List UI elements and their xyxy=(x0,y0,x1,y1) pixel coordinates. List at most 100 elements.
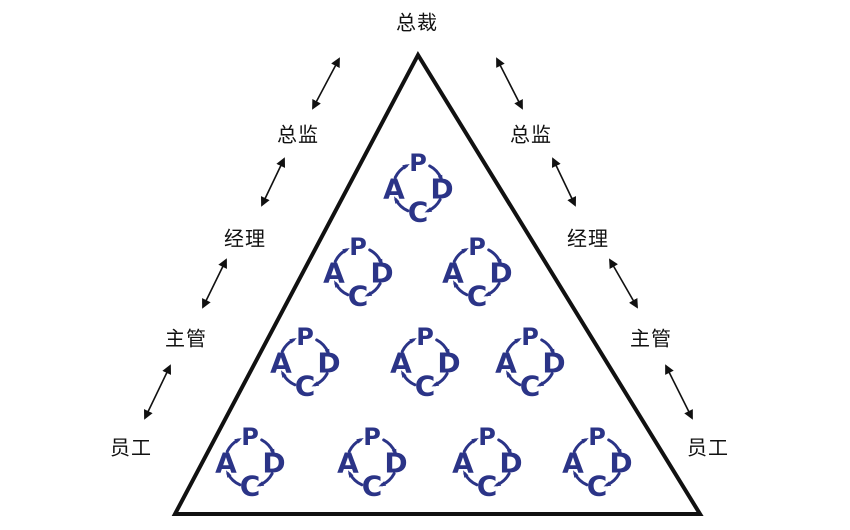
cycle-arrow-tip xyxy=(234,438,242,444)
cycle-arrow-tip xyxy=(391,448,397,457)
cycle-letter-c: C xyxy=(348,280,369,313)
cycle-letter-c: C xyxy=(587,470,608,503)
cycle-letter-a: A xyxy=(562,447,584,480)
cycle-arrow-tip xyxy=(401,370,407,378)
cycle-arrow-tip xyxy=(496,258,502,267)
double-arrow xyxy=(665,364,693,420)
cycle-letter-a: A xyxy=(383,173,405,206)
cycle-arrow-tip xyxy=(364,291,373,297)
right-label-manager: 经理 xyxy=(567,226,609,251)
cycle-arrow-tip xyxy=(269,448,275,457)
cycle-letter-a: A xyxy=(323,257,345,290)
cycle-arrow-tip xyxy=(463,470,469,478)
double-arrow xyxy=(496,57,523,110)
cycle-letter-a: A xyxy=(442,257,464,290)
cycle-letter-c: C xyxy=(467,280,488,313)
cycle-arrow-tip xyxy=(342,248,350,254)
cycle-letter-a: A xyxy=(270,347,292,380)
cycle-arrow-tip xyxy=(581,438,589,444)
cycle-letter-c: C xyxy=(408,196,429,229)
double-arrow xyxy=(312,57,340,110)
cycle-arrow-tip xyxy=(356,438,364,444)
cycle-arrow-tip xyxy=(289,338,297,344)
cycle-arrow-tip xyxy=(536,381,545,387)
cycle-letter-a: A xyxy=(337,447,359,480)
cycle-arrow-tip xyxy=(424,207,433,213)
cycle-arrow-tip xyxy=(431,381,440,387)
cycle-arrow-tip xyxy=(603,481,612,487)
cycle-arrow-tip xyxy=(378,481,387,487)
cycle-arrow-tip xyxy=(461,248,469,254)
pyramid-triangle xyxy=(171,50,704,516)
cycle-letter-d: D xyxy=(262,447,285,480)
cycle-letter-a: A xyxy=(452,447,474,480)
cycle-arrow-tip xyxy=(506,448,512,457)
cycle-letter-p: P xyxy=(416,323,434,351)
cycle-arrow-tip xyxy=(506,370,512,378)
cycle-letter-c: C xyxy=(520,370,541,403)
cycle-letter-a: A xyxy=(390,347,412,380)
left-label-manager: 经理 xyxy=(224,226,266,251)
cycle-letter-p: P xyxy=(588,423,606,451)
cycle-letter-p: P xyxy=(363,423,381,451)
cycle-letter-c: C xyxy=(415,370,436,403)
cycle-letter-d: D xyxy=(609,447,632,480)
cycle-arrow-tip xyxy=(394,196,400,204)
cycle-letter-d: D xyxy=(489,257,512,290)
cycle-letter-a: A xyxy=(495,347,517,380)
cycle-arrow-tip xyxy=(444,348,450,357)
left-label-supervisor: 主管 xyxy=(165,326,207,351)
right-label-director: 总监 xyxy=(510,122,552,147)
cycle-arrow-tip xyxy=(493,481,502,487)
cycle-arrow-tip xyxy=(348,470,354,478)
cycle-arrow-tip xyxy=(573,470,579,478)
double-arrow xyxy=(144,364,171,420)
cycle-letter-d: D xyxy=(542,347,565,380)
cycle-arrow-tip xyxy=(256,481,265,487)
cycle-letter-p: P xyxy=(296,323,314,351)
cycle-arrow-tip xyxy=(334,280,340,288)
cycle-letter-c: C xyxy=(295,370,316,403)
cycle-arrow-tip xyxy=(311,381,320,387)
right-label-supervisor: 主管 xyxy=(630,326,672,351)
cycle-arrow-tip xyxy=(226,470,232,478)
cycle-letter-p: P xyxy=(478,423,496,451)
double-arrow xyxy=(551,157,577,207)
cycle-arrow-tip xyxy=(377,258,383,267)
cycle-letter-d: D xyxy=(430,173,453,206)
cycle-arrow-tip xyxy=(324,348,330,357)
cycle-letter-d: D xyxy=(317,347,340,380)
level-label-president: 总裁 xyxy=(396,10,438,35)
cycle-letter-p: P xyxy=(349,233,367,261)
cycle-arrow-tip xyxy=(483,291,492,297)
cycle-arrow-tip xyxy=(409,338,417,344)
cycle-letter-d: D xyxy=(437,347,460,380)
cycle-letter-p: P xyxy=(409,149,427,177)
cycle-letter-p: P xyxy=(241,423,259,451)
cycle-letter-d: D xyxy=(370,257,393,290)
cycle-arrow-tip xyxy=(402,164,410,170)
left-label-director: 总监 xyxy=(277,122,319,147)
cycle-letter-p: P xyxy=(521,323,539,351)
cycle-letter-c: C xyxy=(362,470,383,503)
cycle-letter-c: C xyxy=(240,470,261,503)
cycle-arrow-tip xyxy=(471,438,479,444)
double-arrow xyxy=(260,157,286,207)
cycle-letter-d: D xyxy=(384,447,407,480)
hierarchy-arrows xyxy=(144,57,693,420)
cycle-letter-a: A xyxy=(215,447,237,480)
double-arrow xyxy=(609,258,638,309)
